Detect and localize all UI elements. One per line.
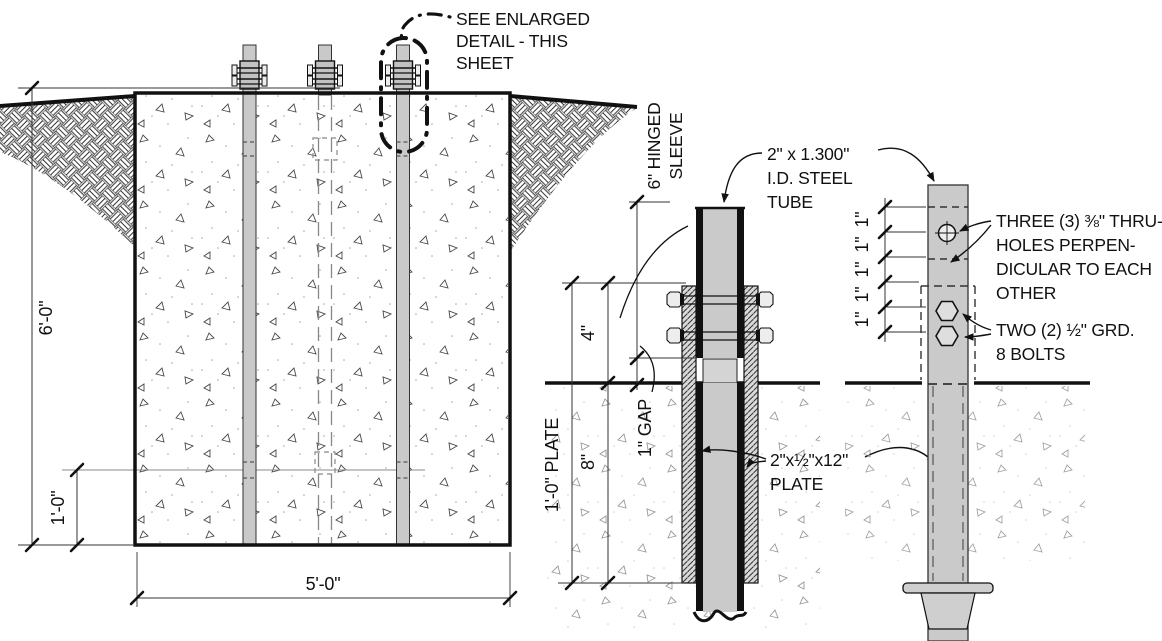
gap-block — [702, 358, 738, 384]
collar-left — [231, 60, 268, 90]
tube-label: 2" x 1.300" I.D. STEEL TUBE — [721, 144, 935, 212]
hinged-sleeve-label-2: SLEEVE — [666, 113, 686, 180]
break-line — [692, 609, 748, 623]
holes-note-line-3: DICULAR TO EACH — [996, 259, 1152, 279]
spacing-dim-4: 1" — [852, 286, 872, 302]
hinged-sleeve-label-1: 6" HINGED — [644, 102, 664, 189]
holes-note-line-2: HOLES PERPEN- — [996, 235, 1136, 255]
grade-line-left — [0, 94, 136, 108]
above-grade-dim-label: 4" — [578, 325, 598, 341]
gap-label: 1" GAP — [635, 399, 655, 457]
sleeve-dims: 4" 8" 1'-0" PLATE 1" GAP 6" HINGED SLEEV… — [542, 102, 697, 591]
bolts-note-line-1: TWO (2) ½" GRD. — [996, 320, 1134, 340]
plate-length-dim-label: 1'-0" PLATE — [542, 418, 562, 513]
bolt-head-hexagon-1 — [935, 300, 959, 322]
tube-label-line-3: TUBE — [767, 192, 813, 212]
steel-tube — [695, 206, 745, 358]
dim-embed: 1'-0" — [48, 462, 85, 553]
callout-line-3: SHEET — [456, 53, 514, 73]
detail-post — [927, 184, 969, 641]
sleeve-plate-right — [743, 285, 759, 584]
bolt-heads — [935, 300, 959, 347]
callout-line-1: SEE ENLARGED — [456, 9, 590, 29]
thru-holes-note: THREE (3) ⅜" THRU- HOLES PERPEN- DICULAR… — [950, 211, 1162, 303]
tube-label-line-1: 2" x 1.300" — [767, 144, 849, 164]
detail-callout-leader — [399, 12, 452, 41]
base-flange — [902, 582, 994, 630]
collar-middle — [307, 60, 343, 90]
spacing-dim-1: 1" — [852, 211, 872, 227]
dim-width: 5'-0" — [129, 552, 518, 607]
bolts-note-line-2: 8 BOLTS — [996, 344, 1065, 364]
thru-holes — [928, 206, 968, 260]
collar-right — [385, 60, 421, 90]
hole-spacing-dims: 1" 1" 1" 1" 1" — [852, 198, 926, 342]
depth-dim-label: 6'-0" — [36, 301, 56, 336]
post-left — [242, 44, 257, 546]
embed-dim-label: 1'-0" — [48, 491, 68, 526]
spacing-dim-2: 1" — [852, 236, 872, 252]
below-grade-dim-label: 8" — [578, 454, 598, 470]
tube-below-grade — [692, 383, 748, 634]
callout-line-2: DETAIL - THIS — [456, 31, 568, 51]
concrete-stipple — [137, 95, 508, 543]
hidden-plate-outline — [932, 386, 964, 581]
holes-note-line-1: THREE (3) ⅜" THRU- — [996, 211, 1162, 231]
holes-note-line-4: OTHER — [996, 283, 1056, 303]
sleeve-plate-left — [681, 285, 697, 584]
footing-outline — [133, 91, 512, 547]
detail-callout-bubble — [379, 36, 429, 154]
dim-depth: 6'-0" — [18, 80, 340, 553]
soil-hatch-left — [0, 97, 135, 247]
hidden-sleeve-outline — [920, 285, 976, 380]
gap-leader-arc — [639, 345, 655, 393]
post-right — [396, 44, 410, 546]
post-collars — [231, 60, 421, 90]
hinged-sleeve-detail: 4" 8" 1'-0" PLATE 1" GAP 6" HINGED SLEEV… — [542, 102, 936, 634]
tube-label-line-2: I.D. STEEL — [767, 168, 853, 188]
bolt-head-hexagon-2 — [935, 325, 959, 347]
grade-line-right — [509, 94, 638, 109]
detail-callout-text: SEE ENLARGED DETAIL - THIS SHEET — [456, 9, 590, 73]
soil-hatch-right — [510, 97, 637, 252]
spacing-dim-5: 1" — [852, 311, 872, 327]
hinge-swing-arc — [619, 225, 689, 319]
plate-label-line-2: PLATE — [770, 474, 823, 494]
sleeve-bolts — [666, 291, 774, 344]
spacing-dim-3: 1" — [852, 261, 872, 277]
width-dim-label: 5'-0" — [306, 574, 341, 594]
foundation-elevation: SEE ENLARGED DETAIL - THIS SHEET 6'-0" 1… — [0, 9, 638, 607]
post-hole-detail: 1" 1" 1" 1" 1" THREE (3) ⅜" THRU- HOLES … — [845, 184, 1162, 641]
plate-label-line-1: 2"x½"x12" — [770, 450, 848, 470]
bolts-note: TWO (2) ½" GRD. 8 BOLTS — [962, 313, 1135, 364]
